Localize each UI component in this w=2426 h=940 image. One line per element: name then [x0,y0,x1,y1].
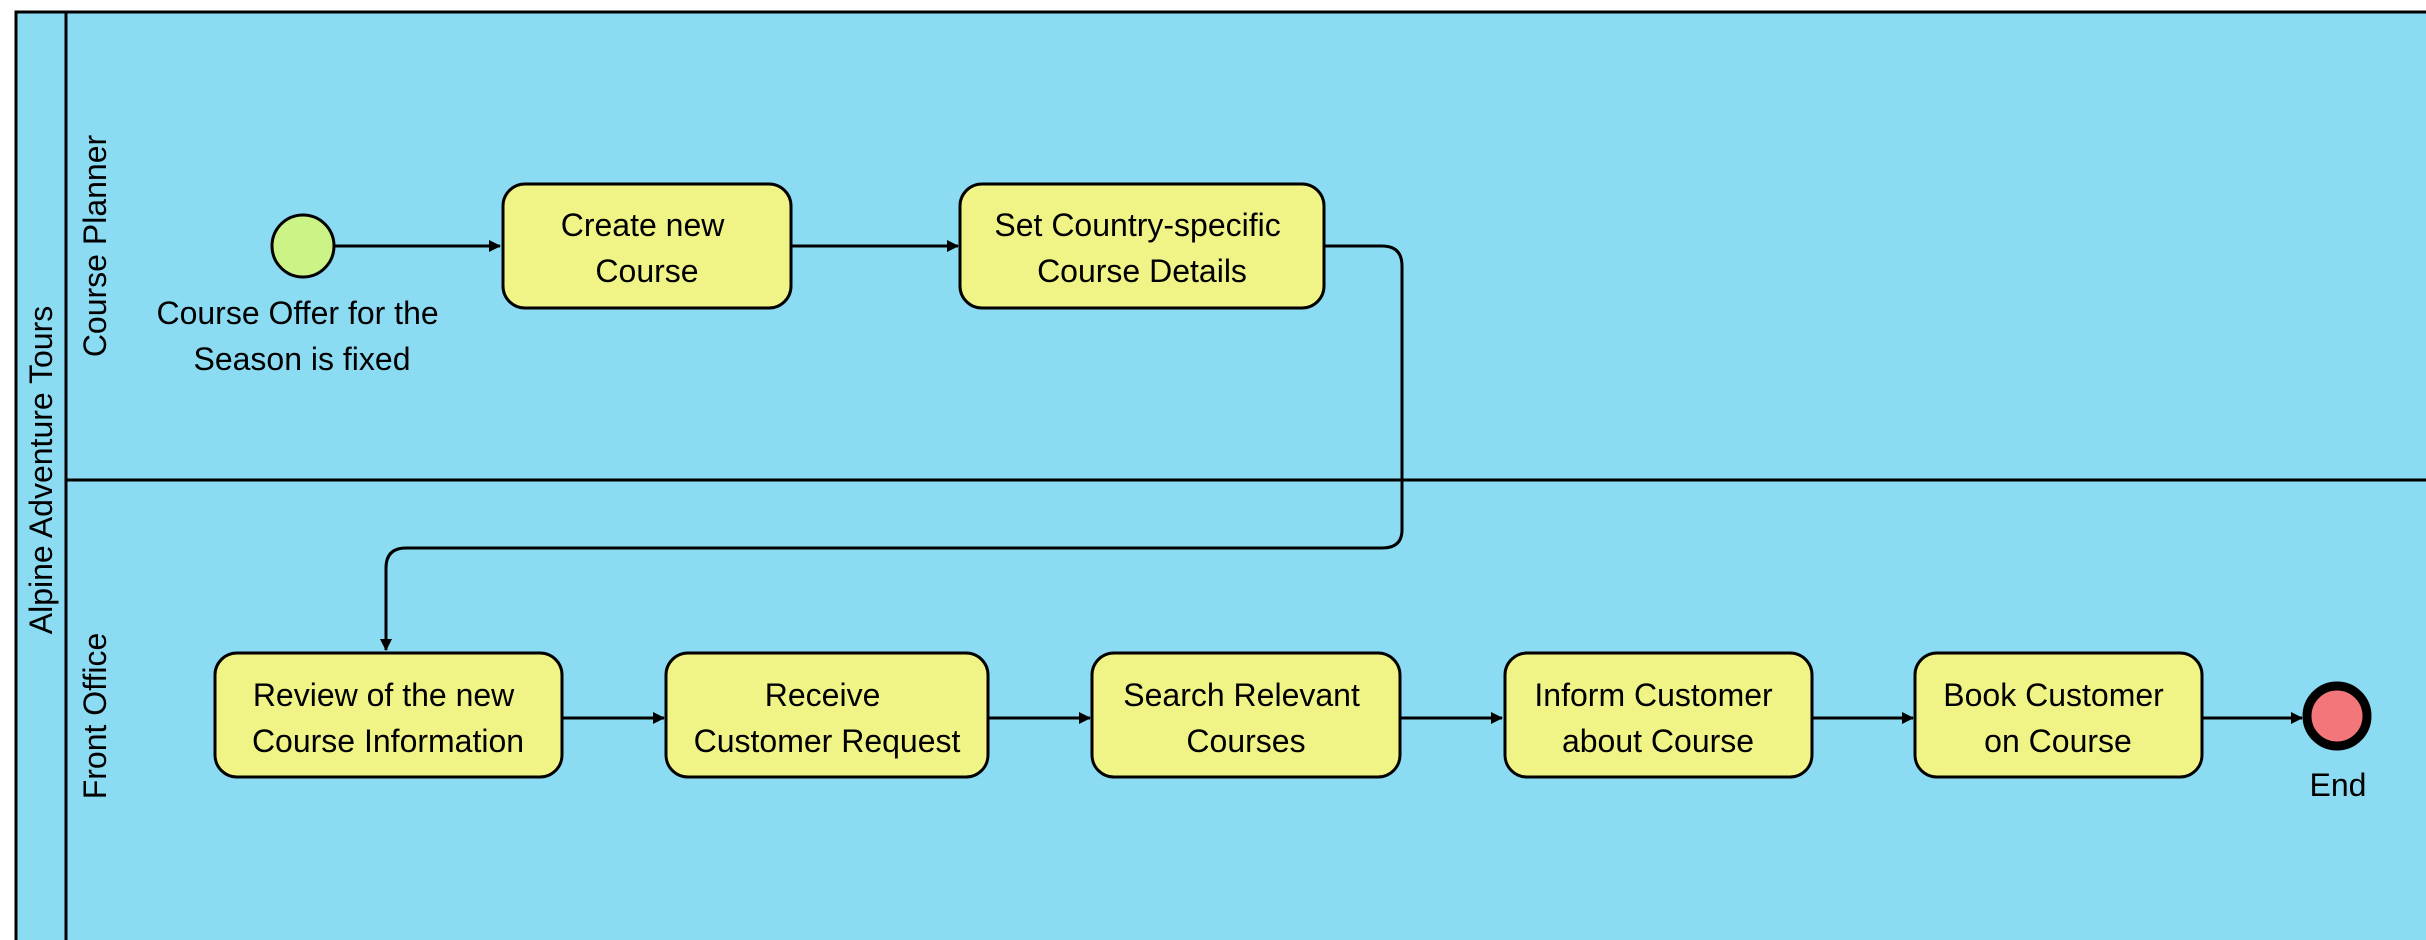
sequence-flows [335,240,2303,724]
task-label: Set Country-specific Course Details [994,207,1289,289]
end-event-circle[interactable] [2302,681,2372,751]
task-book-customer-on-course[interactable]: Book Customer on Course [1913,651,2204,779]
end-event-label: End [2310,767,2367,803]
task-label: Receive Customer Request [694,677,961,759]
task-create-new-course[interactable]: Create new Course [501,182,793,310]
task-inform-customer-about-course[interactable]: Inform Customer about Course [1503,651,1814,779]
task-label: Book Customer on Course [1943,677,2172,759]
task-label: Search Relevant Courses [1123,677,1368,759]
task-search-relevant-courses[interactable]: Search Relevant Courses [1090,651,1402,779]
start-event-label: Course Offer for the Season is fixed [156,295,447,377]
task-label: Create new Course [561,207,734,289]
pool-label: Alpine Adventure Tours [23,306,59,635]
pool-alpine-adventure-tours [14,10,2426,940]
task-receive-customer-request[interactable]: Receive Customer Request [664,651,990,779]
task-label: Review of the new Course Information [252,677,524,759]
task-set-country-specific-details[interactable]: Set Country-specific Course Details [958,182,1326,310]
task-review-new-course-information[interactable]: Review of the new Course Information [213,651,564,779]
task-label: Inform Customer about Course [1534,677,1781,759]
flow-set-details-to-review [380,244,1404,651]
start-event-circle[interactable] [270,213,336,279]
lane-label-front-office: Front Office [77,633,113,800]
lane-label-course-planner: Course Planner [77,134,113,357]
